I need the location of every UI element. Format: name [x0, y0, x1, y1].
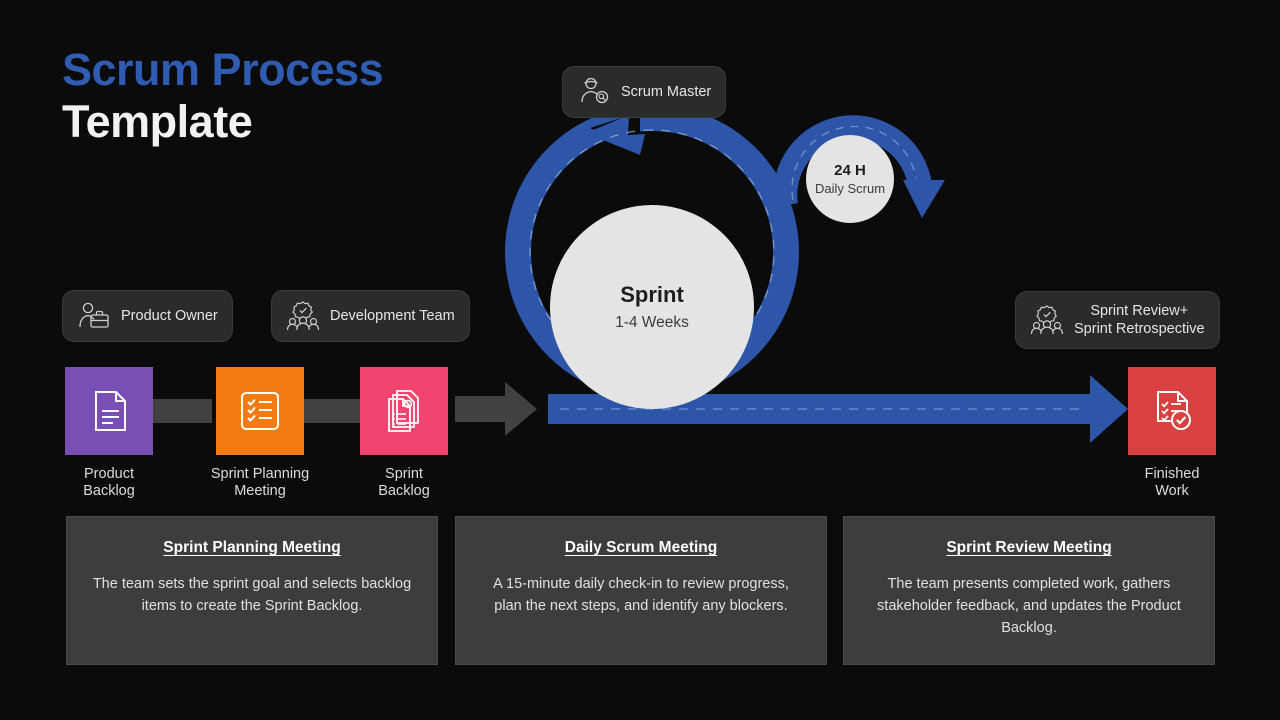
- gear-people-icon: [1030, 305, 1064, 335]
- badge-label: Product Owner: [121, 307, 218, 324]
- tile-connector-1: [152, 399, 212, 423]
- sprint-duration: 1-4 Weeks: [615, 314, 689, 331]
- tile-sprint-planning-meeting[interactable]: [216, 367, 304, 455]
- tile-connector-2: [300, 399, 360, 423]
- title-line-secondary: Template: [62, 95, 253, 147]
- description-title: Sprint Planning Meeting: [163, 539, 341, 556]
- description-body: A 15-minute daily check-in to review pro…: [493, 576, 789, 615]
- description-title: Daily Scrum Meeting: [564, 539, 718, 556]
- daily-scrum-label: Daily Scrum: [814, 181, 886, 196]
- gear-people-icon: [286, 301, 320, 331]
- person-search-icon: [581, 77, 609, 104]
- description-card: Sprint Planning Meeting The team sets th…: [66, 516, 438, 665]
- sprint-circle: Sprint 1-4 Weeks: [550, 205, 754, 409]
- sprint-title: Sprint: [620, 282, 684, 307]
- stacked-docs-icon: [388, 390, 419, 432]
- badge-product-owner[interactable]: Product Owner: [62, 290, 233, 342]
- daily-scrum-circle: 24 H Daily Scrum: [806, 135, 894, 223]
- input-arrow: [455, 382, 537, 436]
- tile-product-backlog[interactable]: [65, 367, 153, 455]
- tile-sprint-backlog[interactable]: [360, 367, 448, 455]
- badge-development-team[interactable]: Development Team: [271, 290, 470, 342]
- person-briefcase-icon: [79, 302, 109, 328]
- tile-label-finished-work: Finished Work: [1144, 466, 1200, 500]
- tile-label-product-backlog: Product Backlog: [83, 466, 135, 500]
- description-card: Daily Scrum Meeting A 15-minute daily ch…: [455, 516, 827, 665]
- badge-label: Development Team: [330, 307, 455, 324]
- tile-label-sprint-backlog: Sprint Backlog: [378, 466, 430, 500]
- page-title: Scrum Process Template: [62, 44, 384, 148]
- daily-scrum-arrowhead: [903, 180, 945, 218]
- description-card: Sprint Review Meeting The team presents …: [843, 516, 1215, 665]
- badge-label: Sprint Review+ Sprint Retrospective: [1074, 303, 1205, 338]
- description-body: The team sets the sprint goal and select…: [92, 576, 412, 615]
- badge-scrum-master[interactable]: Scrum Master: [562, 66, 727, 118]
- daily-scrum-dashed-guide: [791, 125, 917, 201]
- description-title: Sprint Review Meeting: [946, 539, 1112, 556]
- badge-sprint-review[interactable]: Sprint Review+ Sprint Retrospective: [1015, 291, 1220, 350]
- badge-label: Scrum Master: [621, 83, 712, 100]
- document-icon: [95, 391, 126, 431]
- description-body: The team presents completed work, gather…: [877, 576, 1181, 637]
- title-line-primary: Scrum Process: [62, 44, 384, 95]
- tile-label-sprint-planning-meeting: Sprint Planning Meeting: [210, 466, 310, 500]
- checklist-icon: [241, 392, 279, 430]
- document-check-icon: [1157, 391, 1191, 430]
- daily-scrum-duration: 24 H: [834, 162, 866, 179]
- tile-finished-work[interactable]: [1128, 367, 1216, 455]
